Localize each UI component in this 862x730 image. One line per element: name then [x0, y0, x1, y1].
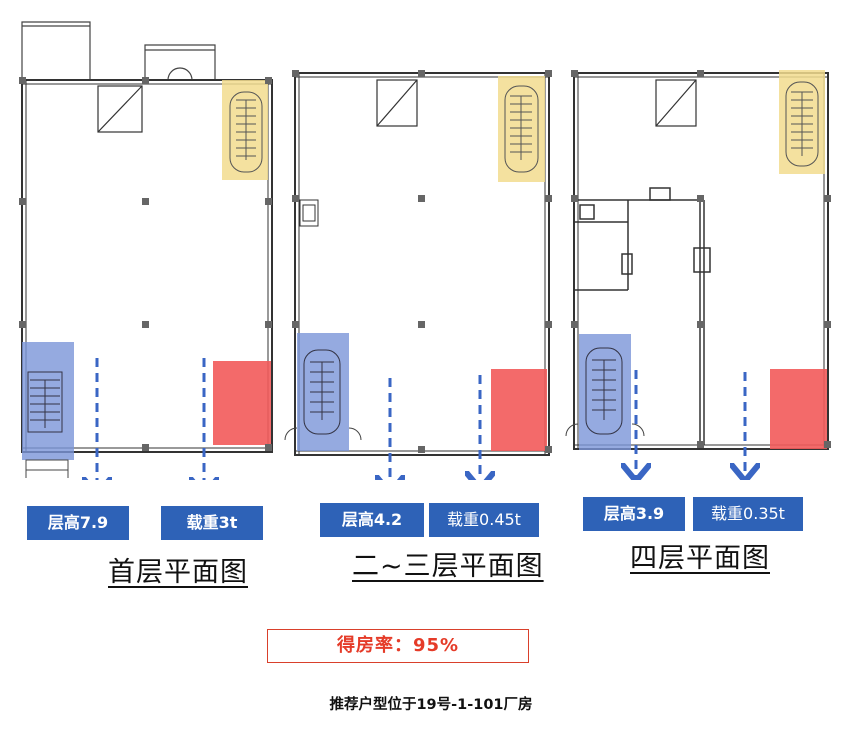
plan-2-elevator-highlight — [284, 333, 362, 451]
recommendation-footer: 推荐户型位于19号-1-101厂房 — [329, 697, 533, 713]
plan-3-load-label: 载重0.35t — [693, 497, 803, 531]
plan-1-columns — [19, 77, 272, 451]
plan-3-title: 四层平面图 — [630, 543, 770, 574]
plan-3-fourth-floor — [565, 70, 831, 450]
pointer-arrows — [97, 358, 745, 480]
plan-3-loading-zone — [770, 369, 827, 449]
plan-2-stair-highlight — [498, 76, 545, 182]
plan-2-title: 二~三层平面图 — [352, 551, 544, 582]
plan-1-height-label: 层高7.9 — [27, 506, 129, 540]
floor-plans-drawing — [19, 21, 831, 480]
plan-3-elevator-highlight — [565, 334, 645, 450]
plan-1-stair-highlight — [222, 80, 268, 180]
occupancy-ratio-badge: 得房率：95% — [267, 629, 529, 663]
plan-3-columns — [571, 70, 831, 448]
plan-3-door-symbol — [655, 79, 697, 127]
plan-2-loading-zone — [491, 369, 547, 451]
plan-3-height-label: 层高3.9 — [583, 497, 685, 531]
plan-2-height-label: 层高4.2 — [320, 503, 424, 537]
plan-1-loading-zone — [213, 361, 271, 445]
plan-2-columns — [292, 70, 552, 453]
plan-3-stair-highlight — [779, 70, 825, 174]
plan-1-elevator-highlight — [22, 342, 74, 478]
plan-1-ground-floor — [19, 21, 273, 478]
plan-2-second-third-floor — [284, 70, 552, 456]
plan-1-load-label: 载重3t — [161, 506, 263, 540]
plan-1-door-symbol — [97, 85, 143, 133]
plan-2-door-symbol — [376, 79, 418, 127]
plan-1-title: 首层平面图 — [108, 557, 248, 588]
plan-2-shaft — [299, 199, 319, 227]
plan-1-annex — [21, 21, 216, 81]
plan-2-load-label: 载重0.45t — [429, 503, 539, 537]
